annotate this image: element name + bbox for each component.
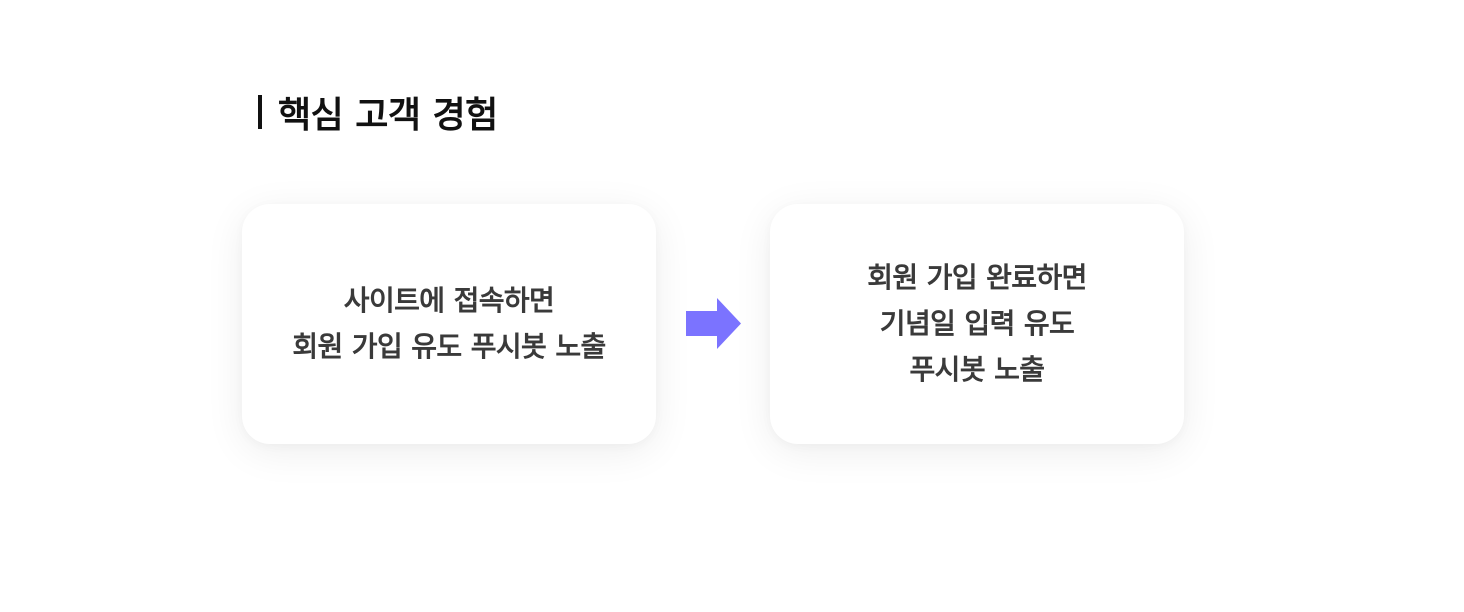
section-title-text: 핵심 고객 경험 <box>278 95 498 136</box>
section-title: 핵심 고객 경험 <box>258 88 498 136</box>
step-card-line: 기념일 입력 유도 <box>879 307 1075 340</box>
step-card-line: 푸시봇 노출 <box>909 353 1046 386</box>
step-card-site-visit: 사이트에 접속하면 회원 가입 유도 푸시봇 노출 <box>242 204 656 444</box>
arrow-right-shape <box>686 298 741 349</box>
arrow-right-icon <box>686 298 741 349</box>
step-card-line: 회원 가입 유도 푸시봇 노출 <box>292 330 606 363</box>
step-card-signup-complete: 회원 가입 완료하면 기념일 입력 유도 푸시봇 노출 <box>770 204 1184 444</box>
step-card-line: 사이트에 접속하면 <box>343 284 555 317</box>
title-accent-bar <box>258 95 262 129</box>
step-card-line: 회원 가입 완료하면 <box>867 261 1087 294</box>
